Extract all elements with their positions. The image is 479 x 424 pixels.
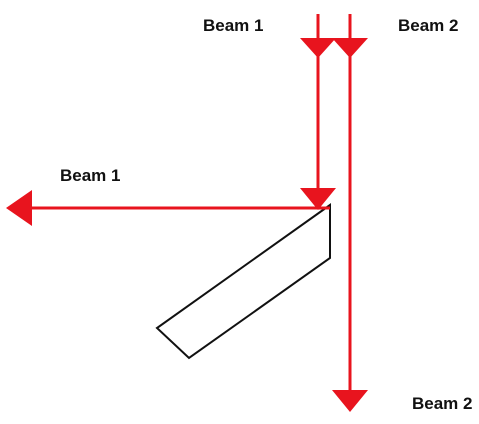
beam-1-reflected-label: Beam 1 (60, 166, 120, 185)
beam-2-bottom-label: Beam 2 (412, 394, 472, 413)
beam-1-incoming-arrowhead-top (300, 38, 336, 58)
beam-2-arrowhead-bottom (332, 390, 368, 412)
beam-2 (332, 14, 368, 412)
beam-1-incoming-arrowhead-bottom (300, 188, 336, 210)
beam-1-incoming (300, 14, 336, 210)
beam-2-top-label: Beam 2 (398, 16, 458, 35)
beam-2-arrowhead-top (332, 38, 368, 58)
beam-1-top-label: Beam 1 (203, 16, 263, 35)
beam-1-reflected-arrowhead (6, 190, 32, 226)
beam-1-reflected (6, 190, 330, 226)
mirror-prism (155, 203, 331, 360)
